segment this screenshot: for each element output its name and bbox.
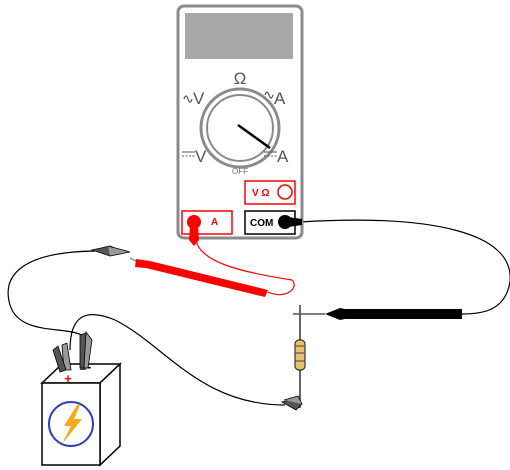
common-jack-label: COM: [250, 218, 273, 229]
alligator-clip-icon[interactable]: [280, 395, 303, 411]
dc-symbol-icon: [182, 151, 195, 157]
red-plug[interactable]: [187, 215, 201, 246]
dc-volts-setting: V: [182, 147, 207, 166]
ac-volts-label: V: [193, 89, 205, 108]
alligator-clip-icon[interactable]: [79, 330, 93, 369]
red-probe-handle: [135, 259, 268, 297]
dc-volts-label: V: [195, 147, 207, 166]
volt-ohm-socket: [277, 184, 293, 200]
black-test-probe[interactable]: [293, 308, 462, 320]
amp-jack-label: A: [211, 217, 218, 228]
battery-side: [99, 362, 121, 467]
alligator-clip-icon[interactable]: [90, 245, 131, 257]
dc-symbol-icon: [264, 151, 277, 157]
dc-amps-label: A: [277, 147, 289, 166]
ac-amps-label: A: [274, 89, 286, 108]
black-probe-handle: [325, 308, 462, 320]
ac-amps-setting: A: [264, 89, 286, 108]
resistor: [294, 339, 306, 371]
black-test-lead-wire: [299, 219, 510, 315]
ac-wave-icon: [264, 91, 274, 99]
meter-display: [185, 13, 293, 59]
red-test-probe[interactable]: [129, 257, 268, 297]
wire-battery-positive-to-resistor-clip: [69, 313, 286, 406]
alligator-clip-icon[interactable]: [52, 342, 72, 373]
black-plug[interactable]: [278, 215, 302, 229]
off-label: OFF: [232, 167, 248, 176]
dc-amps-setting: A: [264, 147, 289, 166]
ohms-label: Ω: [234, 69, 247, 88]
negative-label: -: [87, 359, 91, 374]
multimeter: Ω V A V A OFF V Ω: [176, 4, 304, 246]
resistor-body: [294, 339, 306, 371]
lightning-bolt-icon: [48, 401, 94, 447]
wire-clip-to-battery-negative: [7, 250, 96, 339]
volt-ohm-jack-label: V Ω: [252, 188, 269, 199]
battery: + -: [40, 359, 122, 467]
dial-pointer: [237, 123, 271, 150]
positive-label: +: [64, 371, 72, 386]
ac-wave-icon: [183, 95, 193, 103]
volt-ohm-jack[interactable]: V Ω: [244, 180, 296, 205]
rotary-dial[interactable]: [199, 87, 281, 169]
red-test-lead-wire: [195, 239, 295, 296]
ac-volts-setting: V: [183, 89, 205, 108]
wires: [7, 219, 510, 408]
